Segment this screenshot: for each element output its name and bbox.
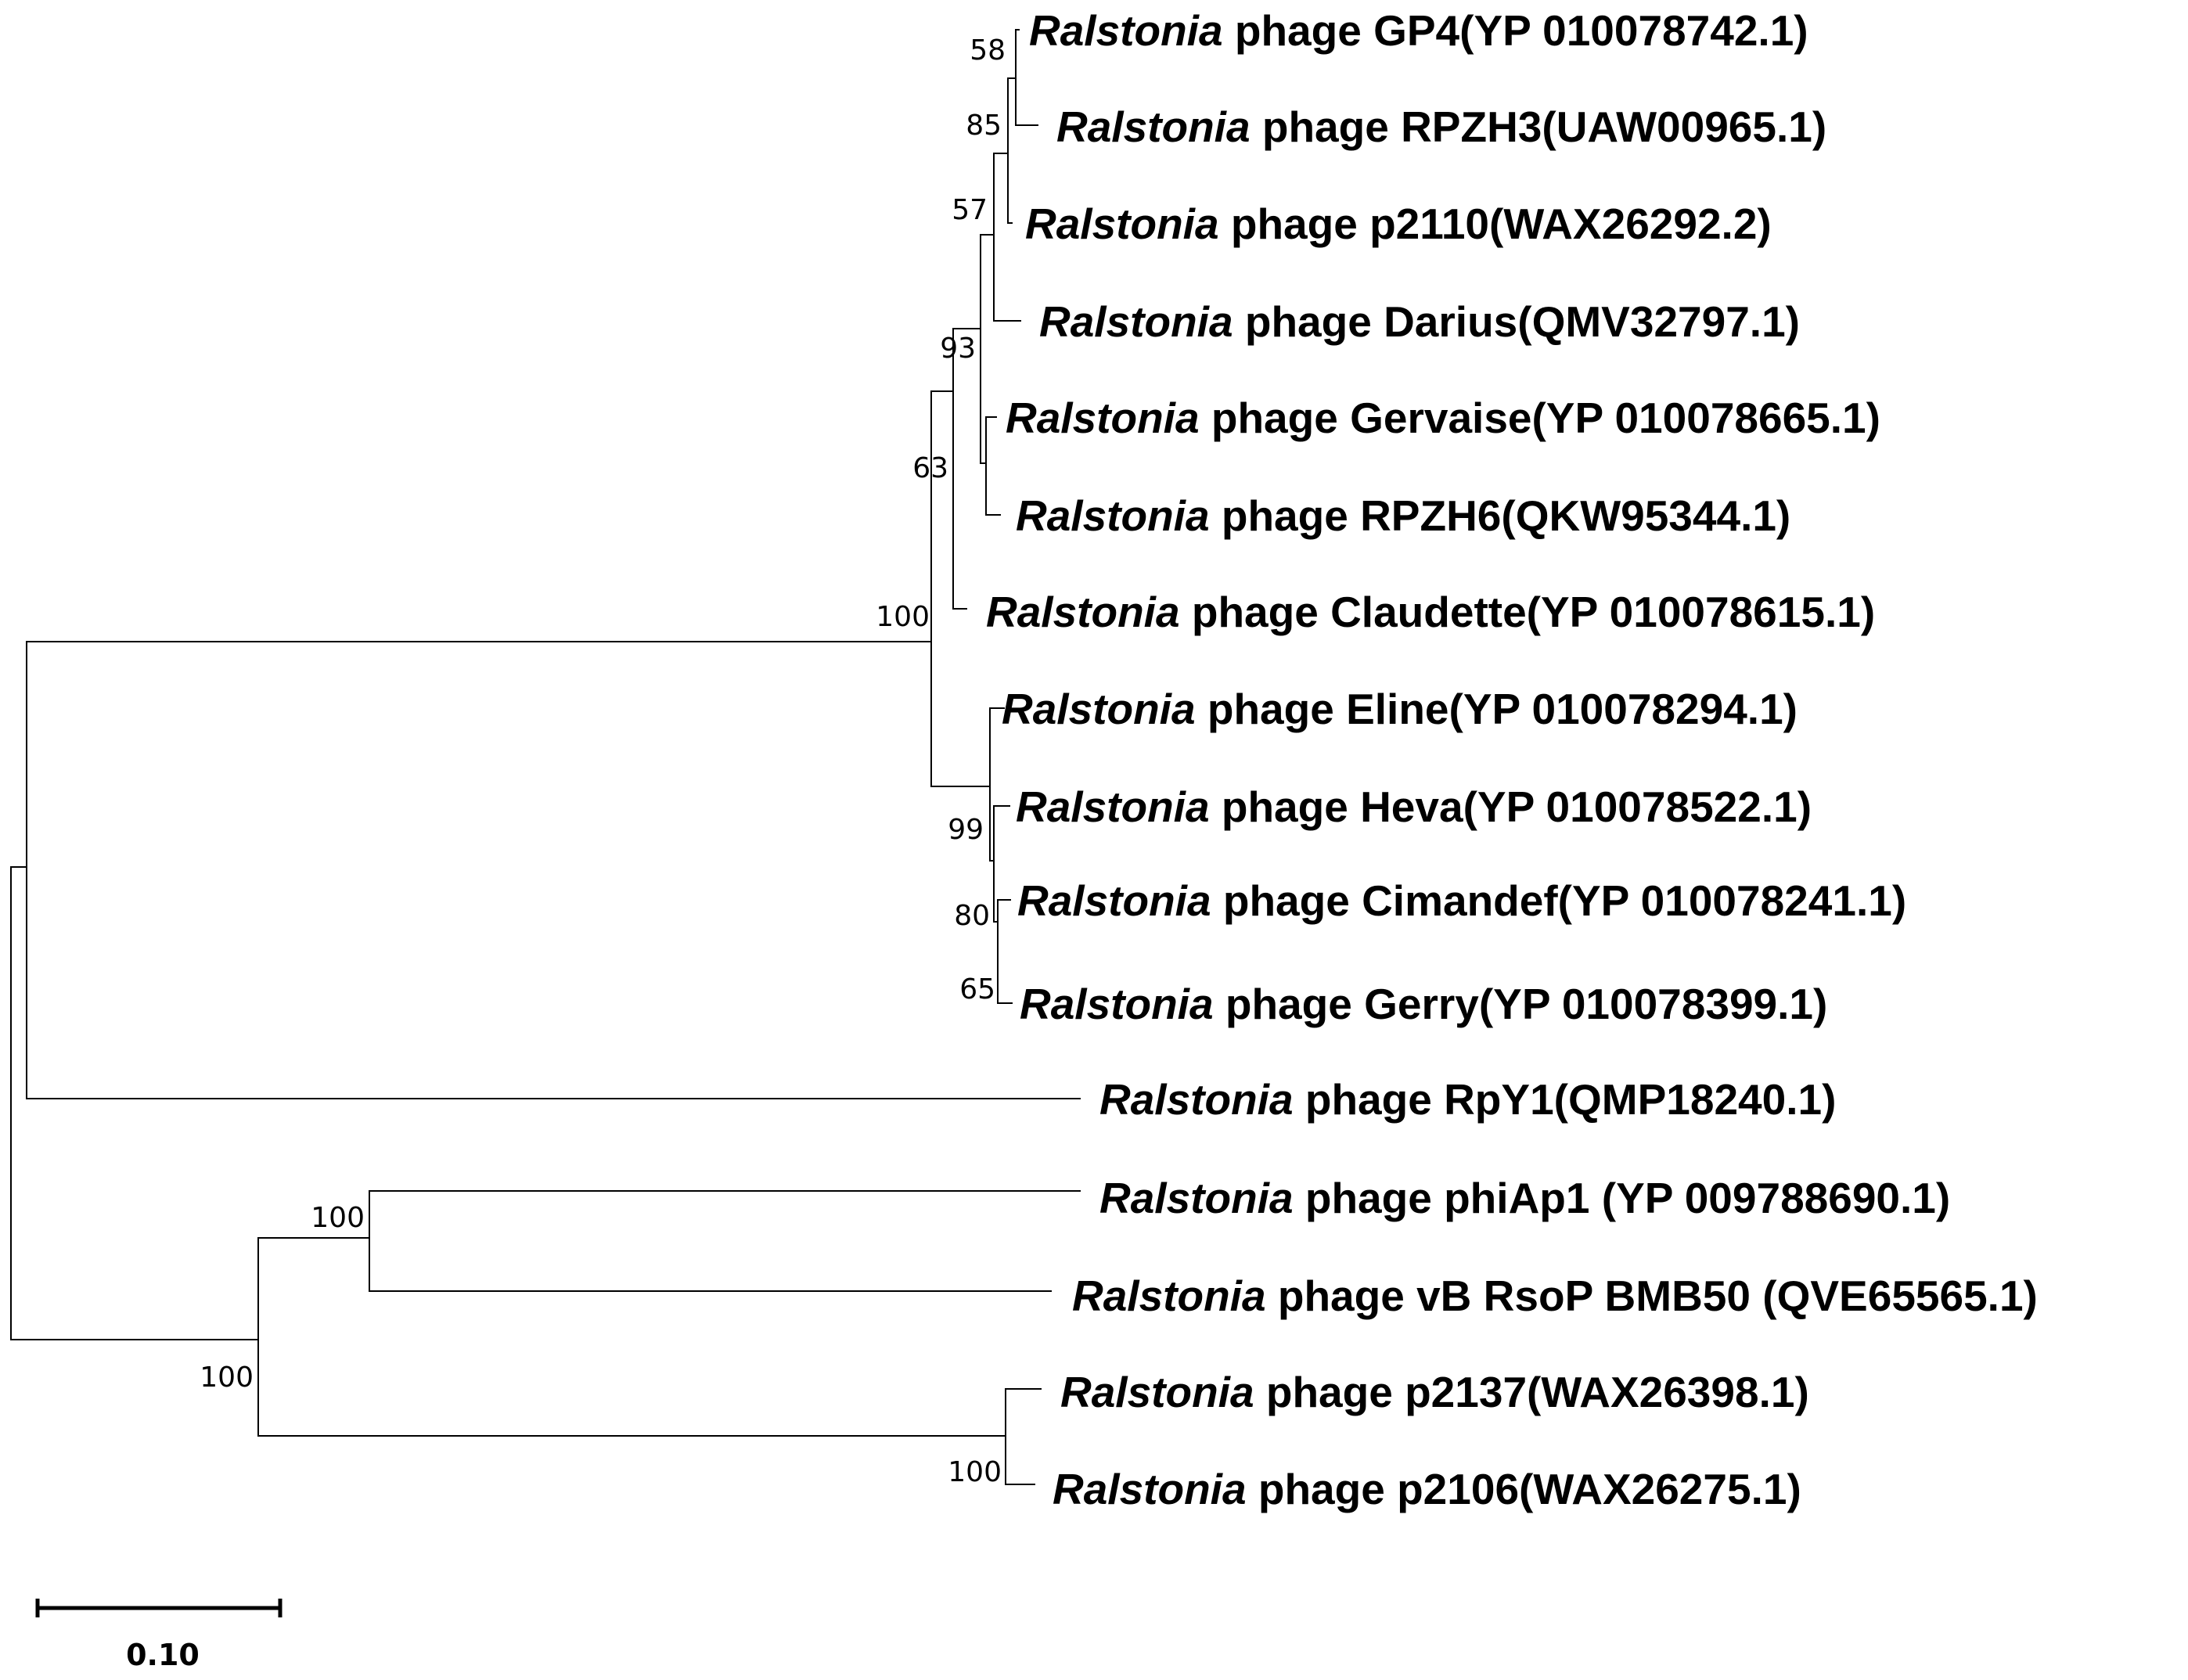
taxon-genus: Ralstonia — [1016, 782, 1210, 831]
taxon-genus: Ralstonia — [1006, 394, 1200, 442]
taxon-name: phage Cimandef(YP 010078241.1) — [1211, 876, 1907, 925]
taxon-genus: Ralstonia — [1016, 491, 1210, 540]
bootstrap-label: 93 — [940, 333, 976, 365]
taxon-genus: Ralstonia — [1029, 6, 1223, 55]
bootstrap-label: 57 — [952, 194, 988, 226]
bootstrap-label: 85 — [966, 110, 1002, 142]
bootstrap-label: 80 — [954, 900, 990, 932]
taxon-name: phage p2137(WAX26398.1) — [1254, 1368, 1809, 1416]
taxon-genus: Ralstonia — [1017, 876, 1211, 925]
bootstrap-label: 100 — [200, 1362, 254, 1394]
taxon-genus: Ralstonia — [1099, 1075, 1294, 1124]
taxon-labels: Ralstonia phage GP4(YP 010078742.1) Rals… — [986, 6, 2038, 1513]
taxon-label: Ralstonia phage Cimandef(YP 010078241.1) — [1017, 876, 1906, 925]
bootstrap-label: 65 — [959, 973, 995, 1005]
taxon-label: Ralstonia phage Darius(QMV32797.1) — [1039, 297, 1800, 346]
taxon-name: phage Darius(QMV32797.1) — [1233, 297, 1800, 346]
taxon-genus: Ralstonia — [1020, 980, 1214, 1028]
taxon-genus: Ralstonia — [1060, 1368, 1254, 1416]
taxon-label: Ralstonia phage Claudette(YP 010078615.1… — [986, 588, 1875, 636]
bootstrap-values: 58 85 57 93 63 100 99 80 65 100 100 100 — [200, 34, 1006, 1488]
taxon-label: Ralstonia phage p2110(WAX26292.2) — [1025, 200, 1772, 248]
taxon-label: Ralstonia phage vB RsoP BMB50 (QVE65565.… — [1072, 1272, 2038, 1320]
taxon-label: Ralstonia phage Heva(YP 010078522.1) — [1016, 782, 1812, 831]
taxon-genus: Ralstonia — [1002, 685, 1196, 733]
bootstrap-label: 100 — [948, 1456, 1002, 1488]
taxon-label: Ralstonia phage GP4(YP 010078742.1) — [1029, 6, 1808, 55]
taxon-label: Ralstonia phage p2137(WAX26398.1) — [1060, 1368, 1809, 1416]
bootstrap-label: 63 — [912, 452, 948, 484]
taxon-name: phage RPZH3(UAW00965.1) — [1251, 103, 1827, 151]
taxon-label: Ralstonia phage Gerry(YP 010078399.1) — [1020, 980, 1827, 1028]
taxon-name: phage GP4(YP 010078742.1) — [1223, 6, 1808, 55]
bootstrap-label: 100 — [311, 1202, 365, 1234]
taxon-genus: Ralstonia — [1039, 297, 1233, 346]
scale-bar: 0.10 — [35, 1599, 282, 1672]
bootstrap-label: 99 — [948, 814, 984, 846]
taxon-label: Ralstonia phage phiAp1 (YP 009788690.1) — [1099, 1174, 1950, 1222]
taxon-genus: Ralstonia — [1056, 103, 1251, 151]
taxon-genus: Ralstonia — [1099, 1174, 1294, 1222]
taxon-name: phage RpY1(QMP18240.1) — [1294, 1075, 1837, 1124]
taxon-name: phage p2110(WAX26292.2) — [1219, 200, 1772, 248]
taxon-label: Ralstonia phage Gervaise(YP 010078665.1) — [1006, 394, 1880, 442]
taxon-genus: Ralstonia — [986, 588, 1180, 636]
taxon-genus: Ralstonia — [1053, 1465, 1247, 1513]
bootstrap-label: 100 — [876, 601, 930, 633]
taxon-name: phage RPZH6(QKW95344.1) — [1210, 491, 1791, 540]
taxon-label: Ralstonia phage RPZH6(QKW95344.1) — [1016, 491, 1790, 540]
taxon-genus: Ralstonia — [1072, 1272, 1266, 1320]
taxon-name: phage Heva(YP 010078522.1) — [1210, 782, 1812, 831]
taxon-label: Ralstonia phage RPZH3(UAW00965.1) — [1056, 103, 1826, 151]
taxon-name: phage Eline(YP 010078294.1) — [1196, 685, 1798, 733]
taxon-name: phage Claudette(YP 010078615.1) — [1180, 588, 1876, 636]
bootstrap-label: 58 — [970, 34, 1006, 67]
taxon-name: phage phiAp1 (YP 009788690.1) — [1294, 1174, 1951, 1222]
taxon-label: Ralstonia phage p2106(WAX26275.1) — [1053, 1465, 1801, 1513]
taxon-name: phage Gerry(YP 010078399.1) — [1214, 980, 1828, 1028]
taxon-name: phage Gervaise(YP 010078665.1) — [1200, 394, 1880, 442]
taxon-label: Ralstonia phage RpY1(QMP18240.1) — [1099, 1075, 1836, 1124]
taxon-name: phage p2106(WAX26275.1) — [1247, 1465, 1801, 1513]
tree-branches — [10, 29, 1081, 1485]
taxon-genus: Ralstonia — [1025, 200, 1219, 248]
scale-bar-label: 0.10 — [126, 1638, 200, 1672]
taxon-label: Ralstonia phage Eline(YP 010078294.1) — [1002, 685, 1798, 733]
taxon-name: phage vB RsoP BMB50 (QVE65565.1) — [1266, 1272, 2038, 1320]
